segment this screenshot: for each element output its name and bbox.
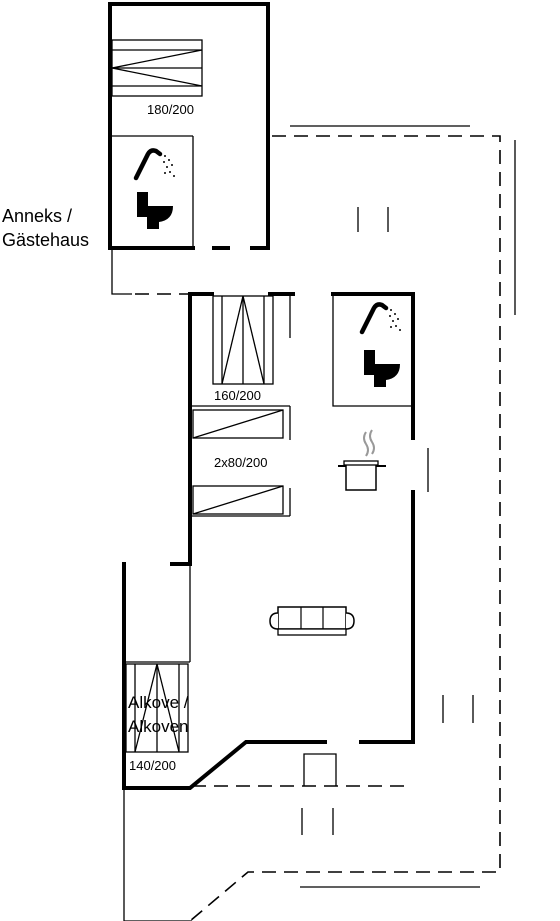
bed-main — [212, 295, 274, 385]
toilet-icon — [137, 192, 173, 229]
main-house-walls — [122, 292, 429, 790]
alcove-label: Alkove / — [128, 693, 189, 712]
bed-alcove-size: 140/200 — [129, 758, 176, 773]
bed-annex — [111, 39, 203, 97]
terrace-outline — [111, 125, 516, 921]
shower-icon — [359, 302, 401, 335]
annex-label-2: Gästehaus — [2, 230, 89, 250]
cooking-pot-icon — [338, 429, 386, 491]
bed-bunks-size: 2x80/200 — [214, 455, 268, 470]
bed-main-size: 160/200 — [214, 388, 261, 403]
bed-annex-size: 180/200 — [147, 102, 194, 117]
bed-alcove — [125, 663, 189, 753]
alcove-label-2: Alkoven — [128, 717, 188, 736]
annex-walls — [108, 2, 270, 250]
bed-bunks — [192, 409, 284, 515]
annex-label: Anneks / — [2, 206, 72, 226]
shower-icon — [133, 148, 175, 181]
sofa-icon — [269, 606, 355, 636]
toilet-icon — [364, 350, 400, 387]
